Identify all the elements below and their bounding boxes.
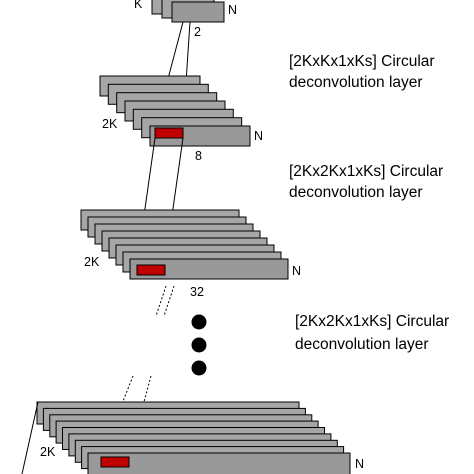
caption-1-line1: [2KxKx1xKs] Circular	[289, 53, 435, 70]
bottom-channel-label: 2K	[40, 445, 56, 459]
layer-stack-top	[151, 0, 225, 23]
caption-2-line1: [2Kx2Kx1xKs] Circular	[289, 163, 443, 180]
third-size-label: 32	[190, 285, 204, 299]
caption-3-line2: deconvolution layer	[295, 336, 429, 353]
top-size-label: 2	[194, 25, 201, 39]
bottom-left-edge-line	[21, 401, 39, 474]
layer-stack-third	[80, 209, 289, 280]
ellipsis-dot-2	[191, 337, 207, 353]
caption-3-line1: [2Kx2Kx1xKs] Circular	[295, 313, 449, 330]
third-depth-label: N	[292, 264, 301, 278]
ellipsis-dot-1	[191, 314, 207, 330]
layer-slab-top-3	[171, 1, 225, 23]
layer-slab-third-8	[129, 258, 289, 280]
kernel-box-third	[136, 264, 166, 276]
dashed-line-third-a	[155, 285, 167, 317]
bottom-depth-label: N	[355, 457, 364, 471]
caption-1-line2: deconvolution layer	[289, 74, 423, 91]
third-channel-label: 2K	[84, 255, 100, 269]
kernel-box-second	[154, 127, 184, 139]
layer-stack-bottom	[36, 401, 351, 474]
ellipsis-dot-3	[191, 360, 207, 376]
second-channel-label: 2K	[102, 117, 118, 131]
caption-2-line2: deconvolution layer	[289, 184, 423, 201]
layer-stack-second	[99, 75, 251, 147]
top-depth-label: N	[228, 3, 237, 17]
ellipsis-dots	[191, 314, 207, 376]
second-depth-label: N	[254, 129, 263, 143]
second-size-label: 8	[195, 149, 202, 163]
dashed-line-third-b	[163, 285, 175, 317]
layer-slab-bottom-9	[87, 452, 351, 474]
kernel-box-bottom	[100, 456, 130, 468]
top-channel-label: K	[134, 0, 143, 11]
